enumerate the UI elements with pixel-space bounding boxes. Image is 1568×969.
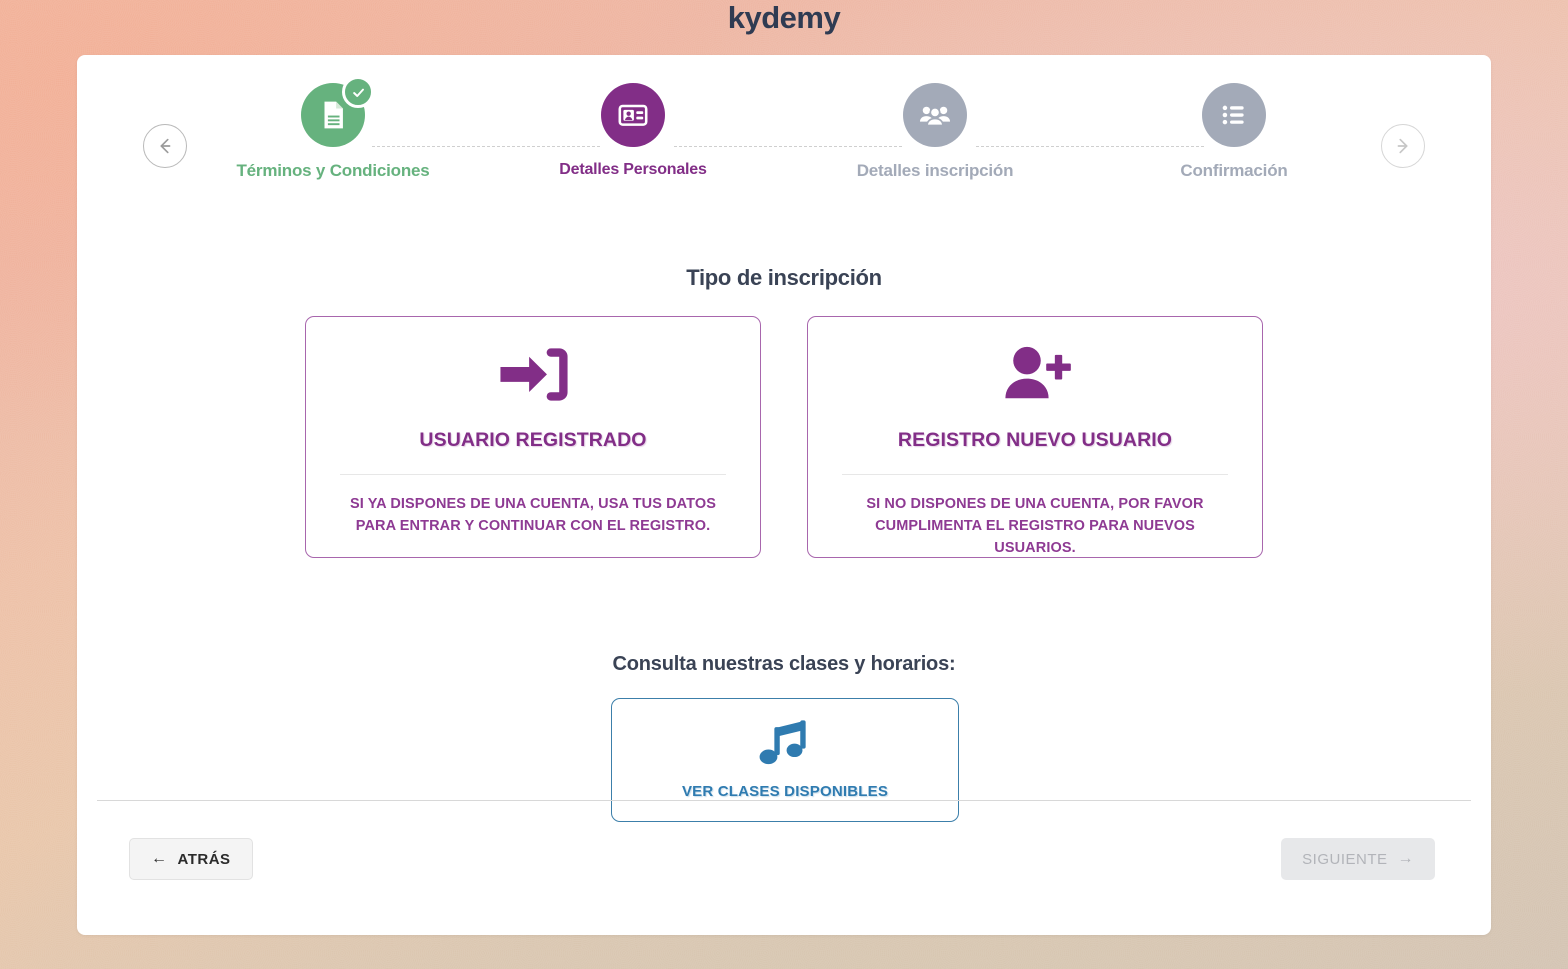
user-plus-icon bbox=[1005, 346, 1071, 399]
check-icon bbox=[352, 88, 364, 97]
list-icon bbox=[1222, 105, 1244, 125]
stepper-label-terminos: Términos y Condiciones bbox=[236, 161, 430, 180]
music-note-icon bbox=[759, 720, 806, 765]
classes-icon-wrap bbox=[612, 699, 958, 783]
option-card-registro-nuevo-usuario[interactable]: REGISTRO NUEVO USUARIO SI NO DISPONES DE… bbox=[807, 316, 1263, 558]
classes-section-title: Consulta nuestras clases y horarios: bbox=[612, 653, 956, 675]
stepper-item-detalles-inscripcion[interactable]: Detalles inscripción bbox=[785, 83, 1085, 181]
arrow-right-icon bbox=[1397, 138, 1408, 154]
view-available-classes-label: VER CLASES DISPONIBLES bbox=[681, 783, 889, 800]
stepper-label-confirmacion: Confirmación bbox=[1180, 161, 1288, 180]
back-button[interactable]: ← ATRÁS bbox=[129, 838, 253, 880]
stepper: Términos y Condiciones Detalles Personal… bbox=[77, 55, 1491, 220]
document-icon bbox=[324, 101, 343, 129]
option-divider bbox=[842, 474, 1228, 475]
stepper-connector-1 bbox=[372, 146, 600, 147]
arrow-left-icon bbox=[160, 138, 171, 154]
arrow-left-icon: ← bbox=[151, 850, 168, 867]
stepper-connector-3 bbox=[976, 146, 1204, 147]
stepper-icon-detalles-personales bbox=[601, 83, 665, 147]
option-description-registro-nuevo-usuario: SI NO DISPONES DE UNA CUENTA, POR FAVOR … bbox=[866, 496, 1204, 556]
footer-divider bbox=[97, 800, 1471, 801]
option-divider bbox=[340, 474, 726, 475]
people-group-icon bbox=[919, 106, 951, 127]
stepper-next-button[interactable] bbox=[1381, 124, 1425, 168]
next-button-label: SIGUIENTE bbox=[1302, 850, 1388, 868]
stepper-item-terminos[interactable]: Términos y Condiciones bbox=[183, 76, 483, 181]
stepper-completed-badge bbox=[342, 76, 374, 108]
back-button-label: ATRÁS bbox=[177, 850, 231, 868]
next-button[interactable]: SIGUIENTE → bbox=[1281, 838, 1435, 880]
stepper-item-confirmacion[interactable]: Confirmación bbox=[1084, 83, 1384, 181]
registration-card: Términos y Condiciones Detalles Personal… bbox=[77, 55, 1491, 935]
stepper-label-detalles-inscripcion: Detalles inscripción bbox=[856, 161, 1014, 180]
option-card-usuario-registrado[interactable]: USUARIO REGISTRADO SI YA DISPONES DE UNA… bbox=[305, 316, 761, 558]
option-icon-wrap bbox=[808, 317, 1262, 429]
stepper-connector-2 bbox=[674, 146, 902, 147]
enrollment-type-options: USUARIO REGISTRADO SI YA DISPONES DE UNA… bbox=[305, 316, 1263, 558]
stepper-prev-button[interactable] bbox=[143, 124, 187, 168]
option-title-usuario-registrado: USUARIO REGISTRADO bbox=[419, 429, 647, 451]
stepper-icon-confirmacion bbox=[1202, 83, 1266, 147]
page-title: Tipo de inscripción bbox=[686, 265, 882, 290]
stepper-icon-detalles-inscripcion bbox=[903, 83, 967, 147]
brand-logo: kydemy bbox=[727, 0, 841, 35]
arrow-right-icon: → bbox=[1397, 850, 1414, 867]
option-title-registro-nuevo-usuario: REGISTRO NUEVO USUARIO bbox=[897, 429, 1173, 451]
view-available-classes-card[interactable]: VER CLASES DISPONIBLES bbox=[611, 698, 959, 822]
stepper-label-detalles-personales: Detalles Personales bbox=[559, 161, 707, 178]
id-card-icon bbox=[618, 104, 648, 126]
stepper-item-detalles-personales[interactable]: Detalles Personales bbox=[483, 83, 783, 179]
stepper-icon-terminos bbox=[301, 76, 374, 147]
option-icon-wrap bbox=[306, 317, 760, 429]
option-description-usuario-registrado: SI YA DISPONES DE UNA CUENTA, USA TUS DA… bbox=[349, 496, 717, 534]
login-arrow-icon bbox=[500, 348, 568, 401]
